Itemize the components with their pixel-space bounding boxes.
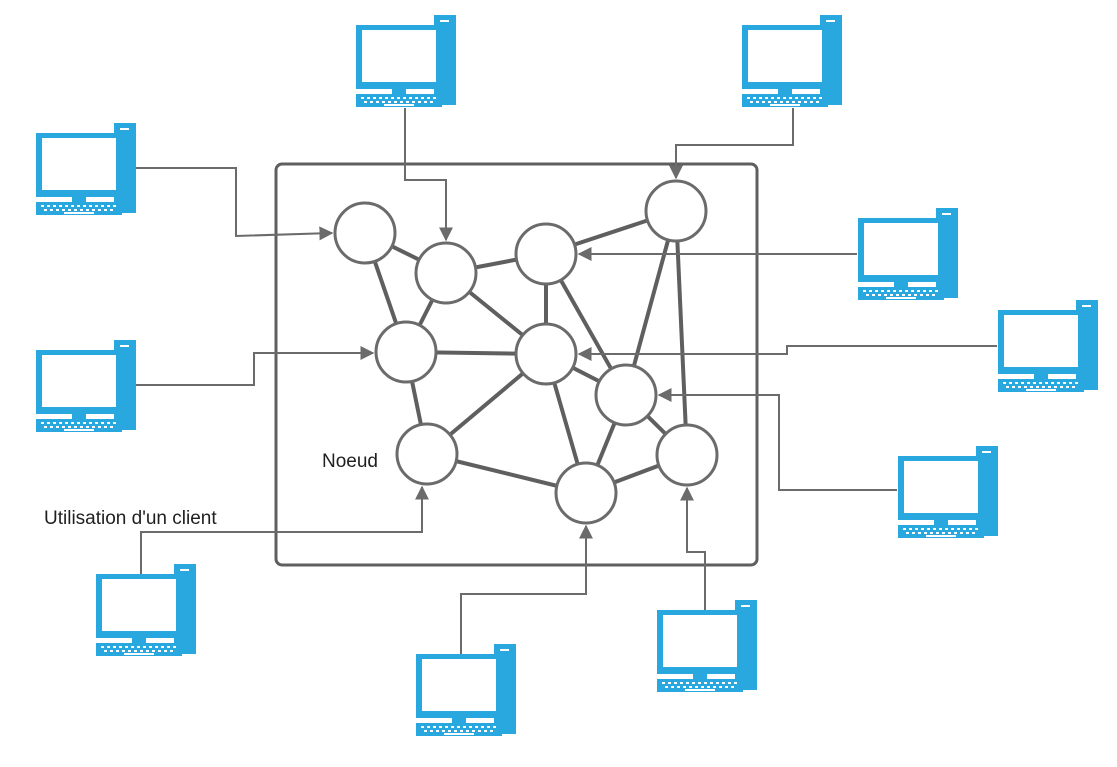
node-label: Noeud	[322, 451, 378, 472]
node-2	[414, 241, 478, 305]
client-connectors	[135, 108, 997, 660]
desktop-computer-icon	[657, 600, 757, 692]
node-6	[514, 322, 578, 386]
desktop-computer-icon	[36, 340, 136, 432]
desktop-computer-icon	[96, 564, 196, 656]
desktop-computer-icon	[898, 446, 998, 538]
mesh-nodes	[333, 179, 719, 525]
desktop-computer-icon	[356, 15, 456, 107]
desktop-computer-icon	[858, 208, 958, 300]
node-7	[594, 363, 658, 427]
node-9	[554, 461, 618, 525]
node-5	[374, 320, 438, 384]
desktop-computer-icon	[998, 300, 1098, 392]
network-boundary	[274, 162, 759, 567]
node-8	[395, 422, 459, 486]
desktop-computer-icon	[742, 15, 842, 107]
node-4	[644, 179, 708, 243]
node-10	[655, 423, 719, 487]
desktop-computer-icon	[36, 123, 136, 215]
client-usage-label: Utilisation d'un client	[44, 508, 217, 529]
desktop-computer-icon	[416, 644, 516, 736]
node-1	[333, 201, 397, 265]
node-3	[514, 222, 578, 286]
